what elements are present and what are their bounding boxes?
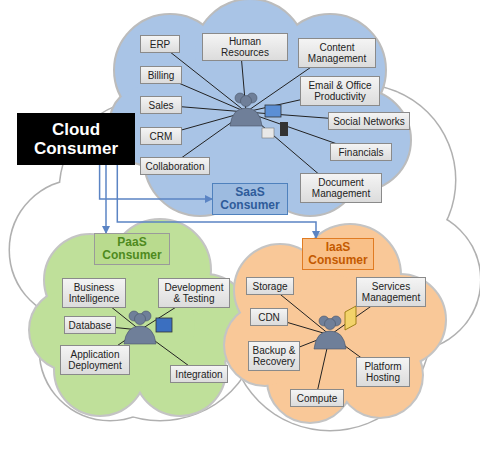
box-text: Content Management xyxy=(302,42,372,64)
box-text: Document Management xyxy=(304,177,378,199)
box-text: Email & Office Productivity xyxy=(304,80,376,102)
box-text: Compute xyxy=(297,393,338,404)
service-box: Sales xyxy=(140,96,182,114)
box-text: Database xyxy=(69,320,112,331)
service-box: Integration xyxy=(170,365,228,383)
box-text: IaaS Consumer xyxy=(306,241,370,267)
box-text: Social Networks xyxy=(333,116,405,127)
service-box: Social Networks xyxy=(328,112,410,130)
iaas-cloud xyxy=(225,225,445,422)
service-box: Billing xyxy=(140,66,182,84)
connector-arrow xyxy=(117,165,316,238)
outer-cloud xyxy=(10,40,480,430)
service-box: CRM xyxy=(140,127,182,145)
connector-arrow xyxy=(105,165,107,233)
consumer-label: PaaS Consumer xyxy=(94,233,170,265)
box-text: Backup & Recovery xyxy=(252,345,296,367)
box-text: Services Management xyxy=(360,281,422,303)
box-text: Platform Hosting xyxy=(360,361,406,383)
box-text: Billing xyxy=(148,70,175,81)
box-text: SaaS Consumer xyxy=(216,186,284,212)
service-box: ERP xyxy=(140,35,180,53)
service-box: Collaboration xyxy=(140,157,210,175)
service-box: Financials xyxy=(330,143,392,161)
service-box: Services Management xyxy=(356,277,426,307)
service-box: Development & Testing xyxy=(158,278,230,308)
service-box: CDN xyxy=(250,308,288,326)
box-text: Cloud Consumer xyxy=(23,120,129,158)
box-text: Storage xyxy=(252,281,287,292)
box-text: PaaS Consumer xyxy=(98,236,166,262)
box-text: Business Intelligence xyxy=(66,282,122,304)
box-text: Sales xyxy=(148,100,173,111)
box-text: ERP xyxy=(150,39,171,50)
service-box: Database xyxy=(64,316,116,334)
service-box: Document Management xyxy=(300,173,382,203)
box-text: CRM xyxy=(150,131,173,142)
box-text: Financials xyxy=(338,147,383,158)
consumer-label: SaaS Consumer xyxy=(212,183,288,215)
box-text: CDN xyxy=(258,312,280,323)
service-box: Application Deployment xyxy=(60,345,130,375)
consumer-box: Cloud Consumer xyxy=(17,113,135,165)
box-text: Collaboration xyxy=(146,161,205,172)
service-box: Content Management xyxy=(298,38,376,68)
service-box: Platform Hosting xyxy=(356,357,410,387)
service-box: Storage xyxy=(246,277,294,295)
box-text: Application Deployment xyxy=(64,349,126,371)
box-text: Human Resources xyxy=(206,36,284,58)
consumer-label: IaaS Consumer xyxy=(302,238,374,270)
person-icons xyxy=(124,93,356,349)
box-text: Integration xyxy=(175,369,222,380)
paas-cloud xyxy=(30,220,250,415)
service-box: Business Intelligence xyxy=(62,278,126,308)
saas-cloud xyxy=(110,0,410,215)
leader-lines xyxy=(90,42,390,397)
service-box: Email & Office Productivity xyxy=(300,76,380,106)
service-box: Compute xyxy=(290,389,344,407)
service-box: Human Resources xyxy=(202,33,288,61)
box-text: Development & Testing xyxy=(162,282,226,304)
service-box: Backup & Recovery xyxy=(248,341,300,371)
